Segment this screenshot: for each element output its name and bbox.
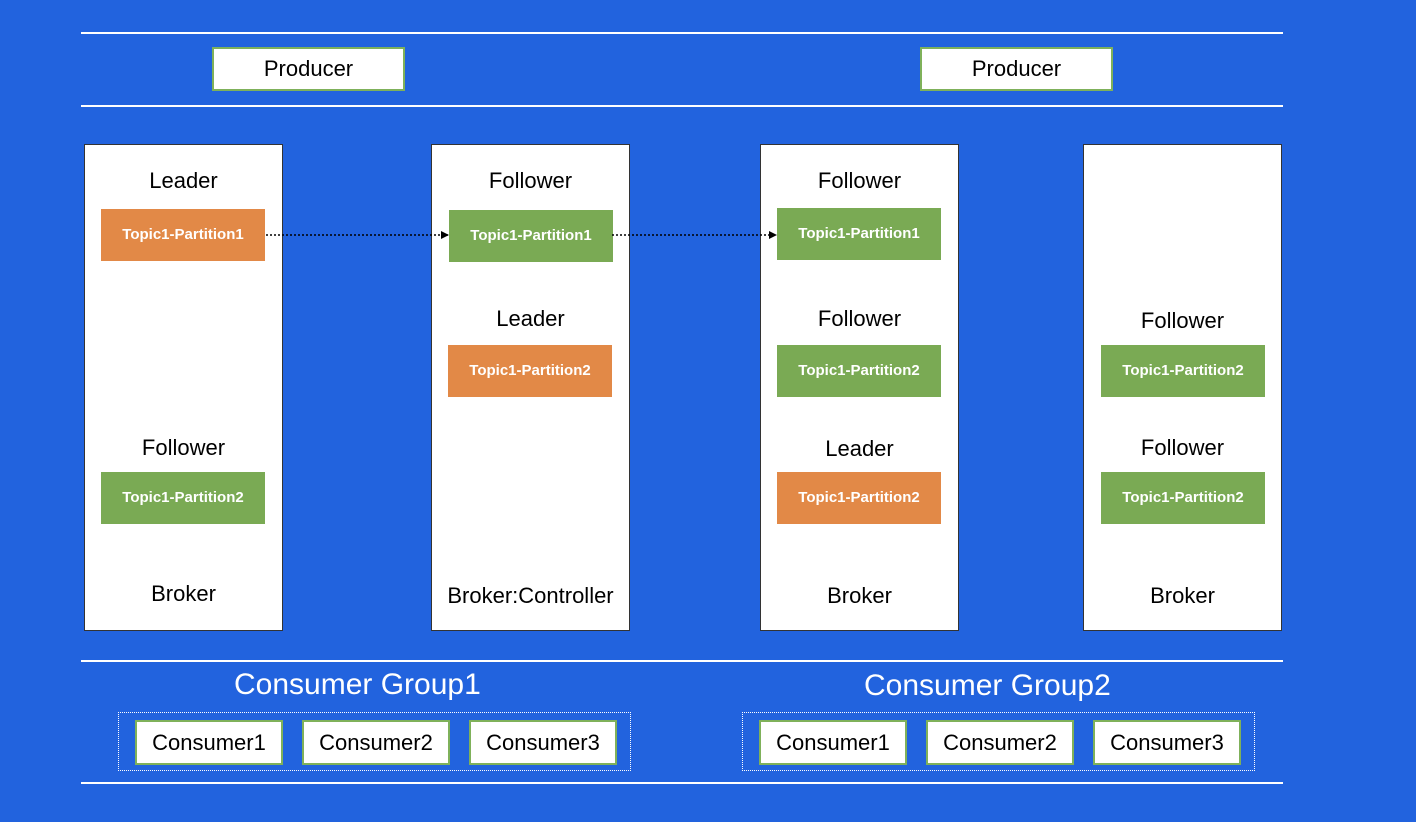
- consumer-group-title: Consumer Group1: [234, 668, 481, 701]
- producer-box-2: Producer: [920, 47, 1113, 91]
- broker-label: Broker: [151, 581, 216, 606]
- broker-label: Broker: [827, 583, 892, 608]
- replica-role-label: Follower: [1140, 435, 1225, 460]
- broker-label: Broker:Controller: [447, 583, 614, 608]
- broker-4: Follower Topic1-Partition2 Follower Topi…: [1083, 144, 1282, 631]
- leader-partition: Topic1-Partition1: [101, 209, 265, 261]
- consumer-group-box: [118, 712, 631, 771]
- broker-1: Leader Topic1-Partition1 Follower Topic1…: [84, 144, 283, 631]
- consumer-box: Consumer2: [926, 720, 1074, 765]
- follower-partition: Topic1-Partition1: [777, 208, 941, 260]
- broker-3: Follower Topic1-Partition1 Follower Topi…: [760, 144, 959, 631]
- consumer-divider: [81, 660, 1283, 662]
- bottom-divider: [81, 782, 1283, 784]
- consumer-box: Consumer3: [469, 720, 617, 765]
- follower-partition: Topic1-Partition2: [777, 345, 941, 397]
- producer-divider: [81, 105, 1283, 107]
- consumer-box: Consumer2: [302, 720, 450, 765]
- consumer-box: Consumer3: [1093, 720, 1241, 765]
- replica-role-label: Follower: [817, 168, 902, 193]
- broker-label: Broker: [1150, 583, 1215, 608]
- replica-role-label: Leader: [149, 168, 218, 193]
- replica-role-label: Follower: [1140, 308, 1225, 333]
- replica-role-label: Follower: [141, 435, 226, 460]
- replica-role-label: Follower: [488, 168, 573, 193]
- follower-partition: Topic1-Partition2: [1101, 472, 1265, 524]
- top-divider: [81, 32, 1283, 34]
- replica-role-label: Follower: [817, 306, 902, 331]
- leader-partition: Topic1-Partition2: [448, 345, 612, 397]
- consumer-group-title: Consumer Group2: [864, 669, 1111, 702]
- consumer-box: Consumer1: [135, 720, 283, 765]
- leader-partition: Topic1-Partition2: [777, 472, 941, 524]
- broker-2-controller: Follower Topic1-Partition1 Leader Topic1…: [431, 144, 630, 631]
- follower-partition: Topic1-Partition2: [101, 472, 265, 524]
- follower-partition: Topic1-Partition1: [449, 210, 613, 262]
- producer-box-1: Producer: [212, 47, 405, 91]
- follower-partition: Topic1-Partition2: [1101, 345, 1265, 397]
- replica-role-label: Leader: [825, 436, 894, 461]
- consumer-box: Consumer1: [759, 720, 907, 765]
- replica-role-label: Leader: [496, 306, 565, 331]
- consumer-group-box: [742, 712, 1255, 771]
